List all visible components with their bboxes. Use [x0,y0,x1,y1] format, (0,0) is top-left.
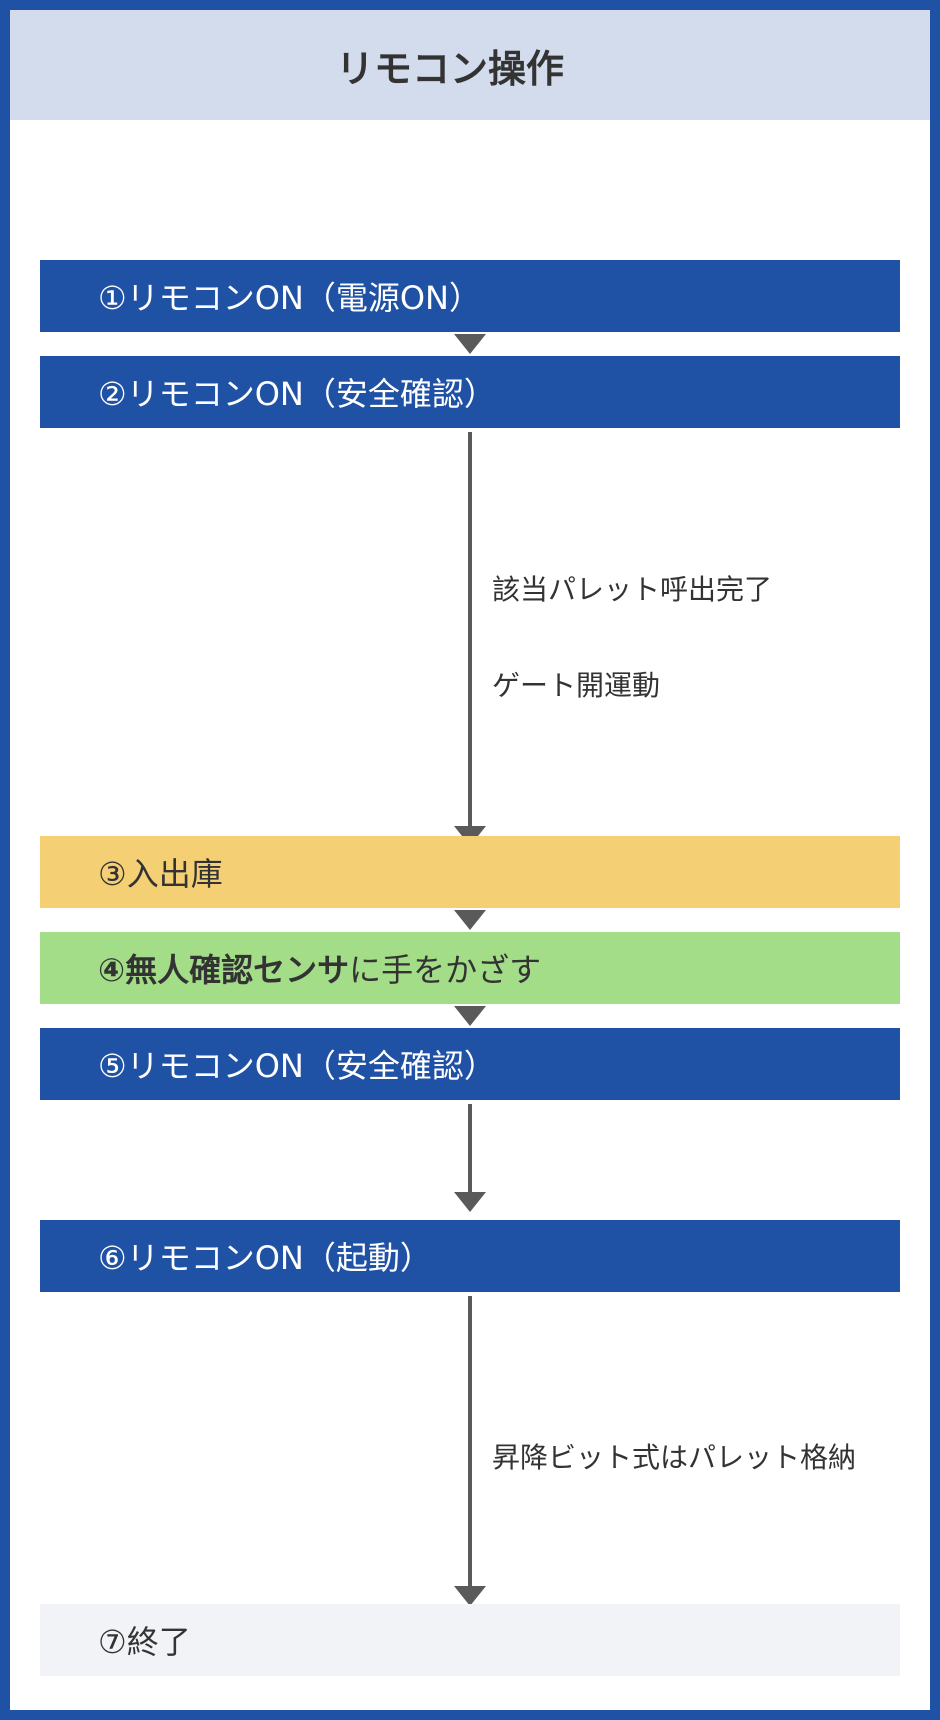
arrow-head-icon [454,1192,486,1212]
step-3-box: ③入出庫 [40,836,900,908]
note-gate-open: ゲート開運動 [492,669,661,702]
arrow-head-icon [454,1006,486,1026]
step-4-label-bold: ④無人確認センサ [98,951,350,989]
step-2-label: ②リモコンON（安全確認） [98,375,496,413]
step-5-label: ⑤リモコンON（安全確認） [98,1047,496,1085]
arrow-head-icon [454,334,486,354]
step-5-box: ⑤リモコンON（安全確認） [40,1028,900,1100]
arrow-line [468,1296,472,1588]
step-2-box: ②リモコンON（安全確認） [40,356,900,428]
step-1-label: ①リモコンON（電源ON） [98,279,481,317]
header-bar: リモコン操作 [10,10,930,120]
arrow-head-icon [454,910,486,930]
step-3-label: ③入出庫 [98,855,223,893]
step-6-box: ⑥リモコンON（起動） [40,1220,900,1292]
step-6-label: ⑥リモコンON（起動） [98,1239,432,1277]
step-7-label: ⑦終了 [98,1623,191,1661]
step-4-label-rest: に手をかざす [349,951,542,989]
step-7-box: ⑦終了 [40,1604,900,1676]
step-4-box: ④無人確認センサに手をかざす [40,932,900,1004]
note-pallet-call-complete: 該当パレット呼出完了 [492,573,773,606]
note-lift-pallet-storage: 昇降ビット式はパレット格納 [492,1441,857,1474]
step-1-box: ①リモコンON（電源ON） [40,260,900,332]
arrow-line [468,1104,472,1194]
page-title: リモコン操作 [335,46,564,91]
arrow-head-icon [454,1586,486,1606]
arrow-line [468,432,472,828]
